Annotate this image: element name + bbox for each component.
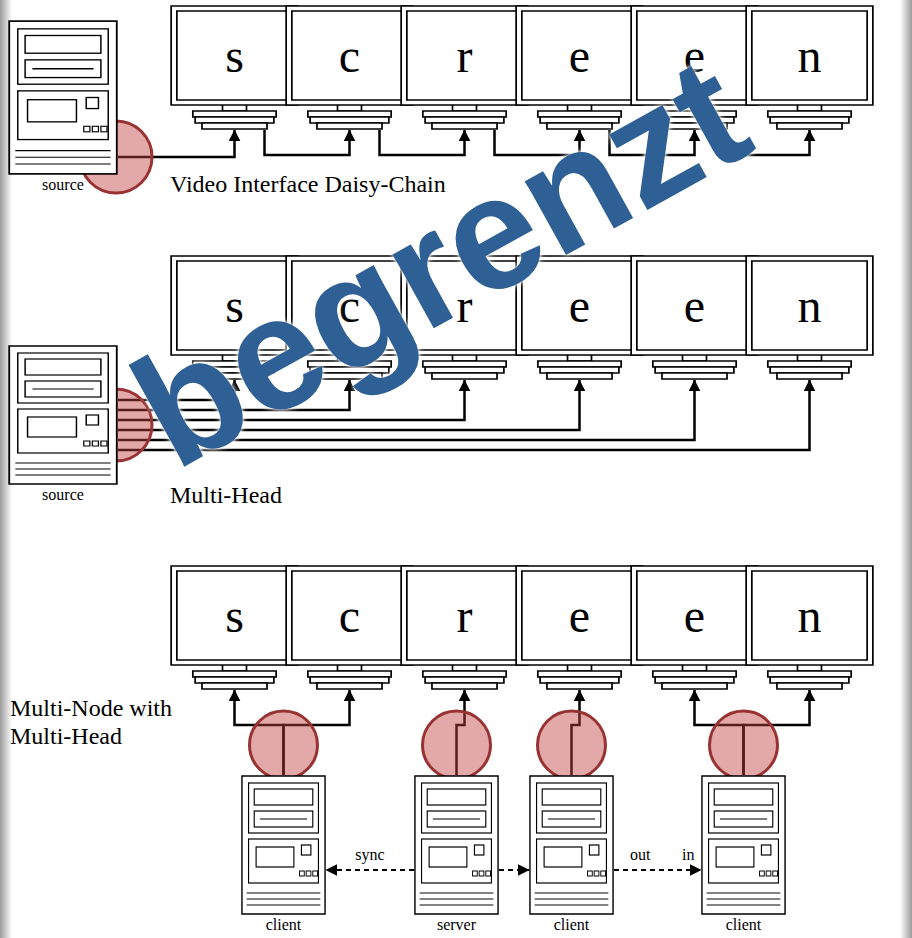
monitor-box: n [745,255,874,380]
monitor-box: e [630,565,759,690]
monitor-box: r [400,5,529,130]
sync-link [326,869,414,871]
screen-letter: c [285,5,414,105]
computer-box: client [529,775,614,915]
screen-letter: e [630,565,759,665]
screen-letter: n [745,5,874,105]
screen-letter: s [170,565,299,665]
sync-link [614,869,701,871]
screen-letter: n [745,565,874,665]
computer-symbol [701,775,786,915]
video-cable [265,130,350,155]
row-title: Multi-Node with Multi-Head [10,694,225,750]
computer-label: source [42,176,84,194]
sync-link [499,869,529,871]
computer-label: client [266,916,302,934]
screen-letter: e [630,255,759,355]
computer-label: client [726,916,762,934]
screen-letter: c [285,565,414,665]
computer-symbol [414,775,499,915]
monitor-box: n [745,565,874,690]
monitor-box: e [630,255,759,380]
computer-box: source [8,345,118,485]
port-label: out [628,846,652,864]
link-label: sync [353,846,386,864]
screen-letter: s [170,5,299,105]
computer-box: server [414,775,499,915]
screen-letter: r [400,5,529,105]
computer-symbol [8,345,118,485]
port-label: in [680,846,696,864]
computer-symbol [8,20,118,175]
monitor-box: n [745,5,874,130]
monitor-box: c [285,5,414,130]
monitor-box: s [170,5,299,130]
highlight-circle [423,711,491,779]
computer-box: client [701,775,786,915]
screen-letter: r [400,565,529,665]
video-cable [380,130,465,155]
computer-box: client [241,775,326,915]
computer-label: server [437,916,476,934]
computer-label: source [42,486,84,504]
monitor-box: s [170,565,299,690]
computer-symbol [529,775,614,915]
screen-letter: n [745,255,874,355]
screen-letter: e [515,565,644,665]
computer-box: source [8,20,118,175]
highlight-circle [250,711,318,779]
highlight-circle [710,711,778,779]
computer-symbol [241,775,326,915]
monitor-box: e [515,565,644,690]
monitor-box: r [400,565,529,690]
computer-label: client [554,916,590,934]
highlight-circle [538,711,606,779]
slide-edge [900,0,912,938]
monitor-box: c [285,565,414,690]
